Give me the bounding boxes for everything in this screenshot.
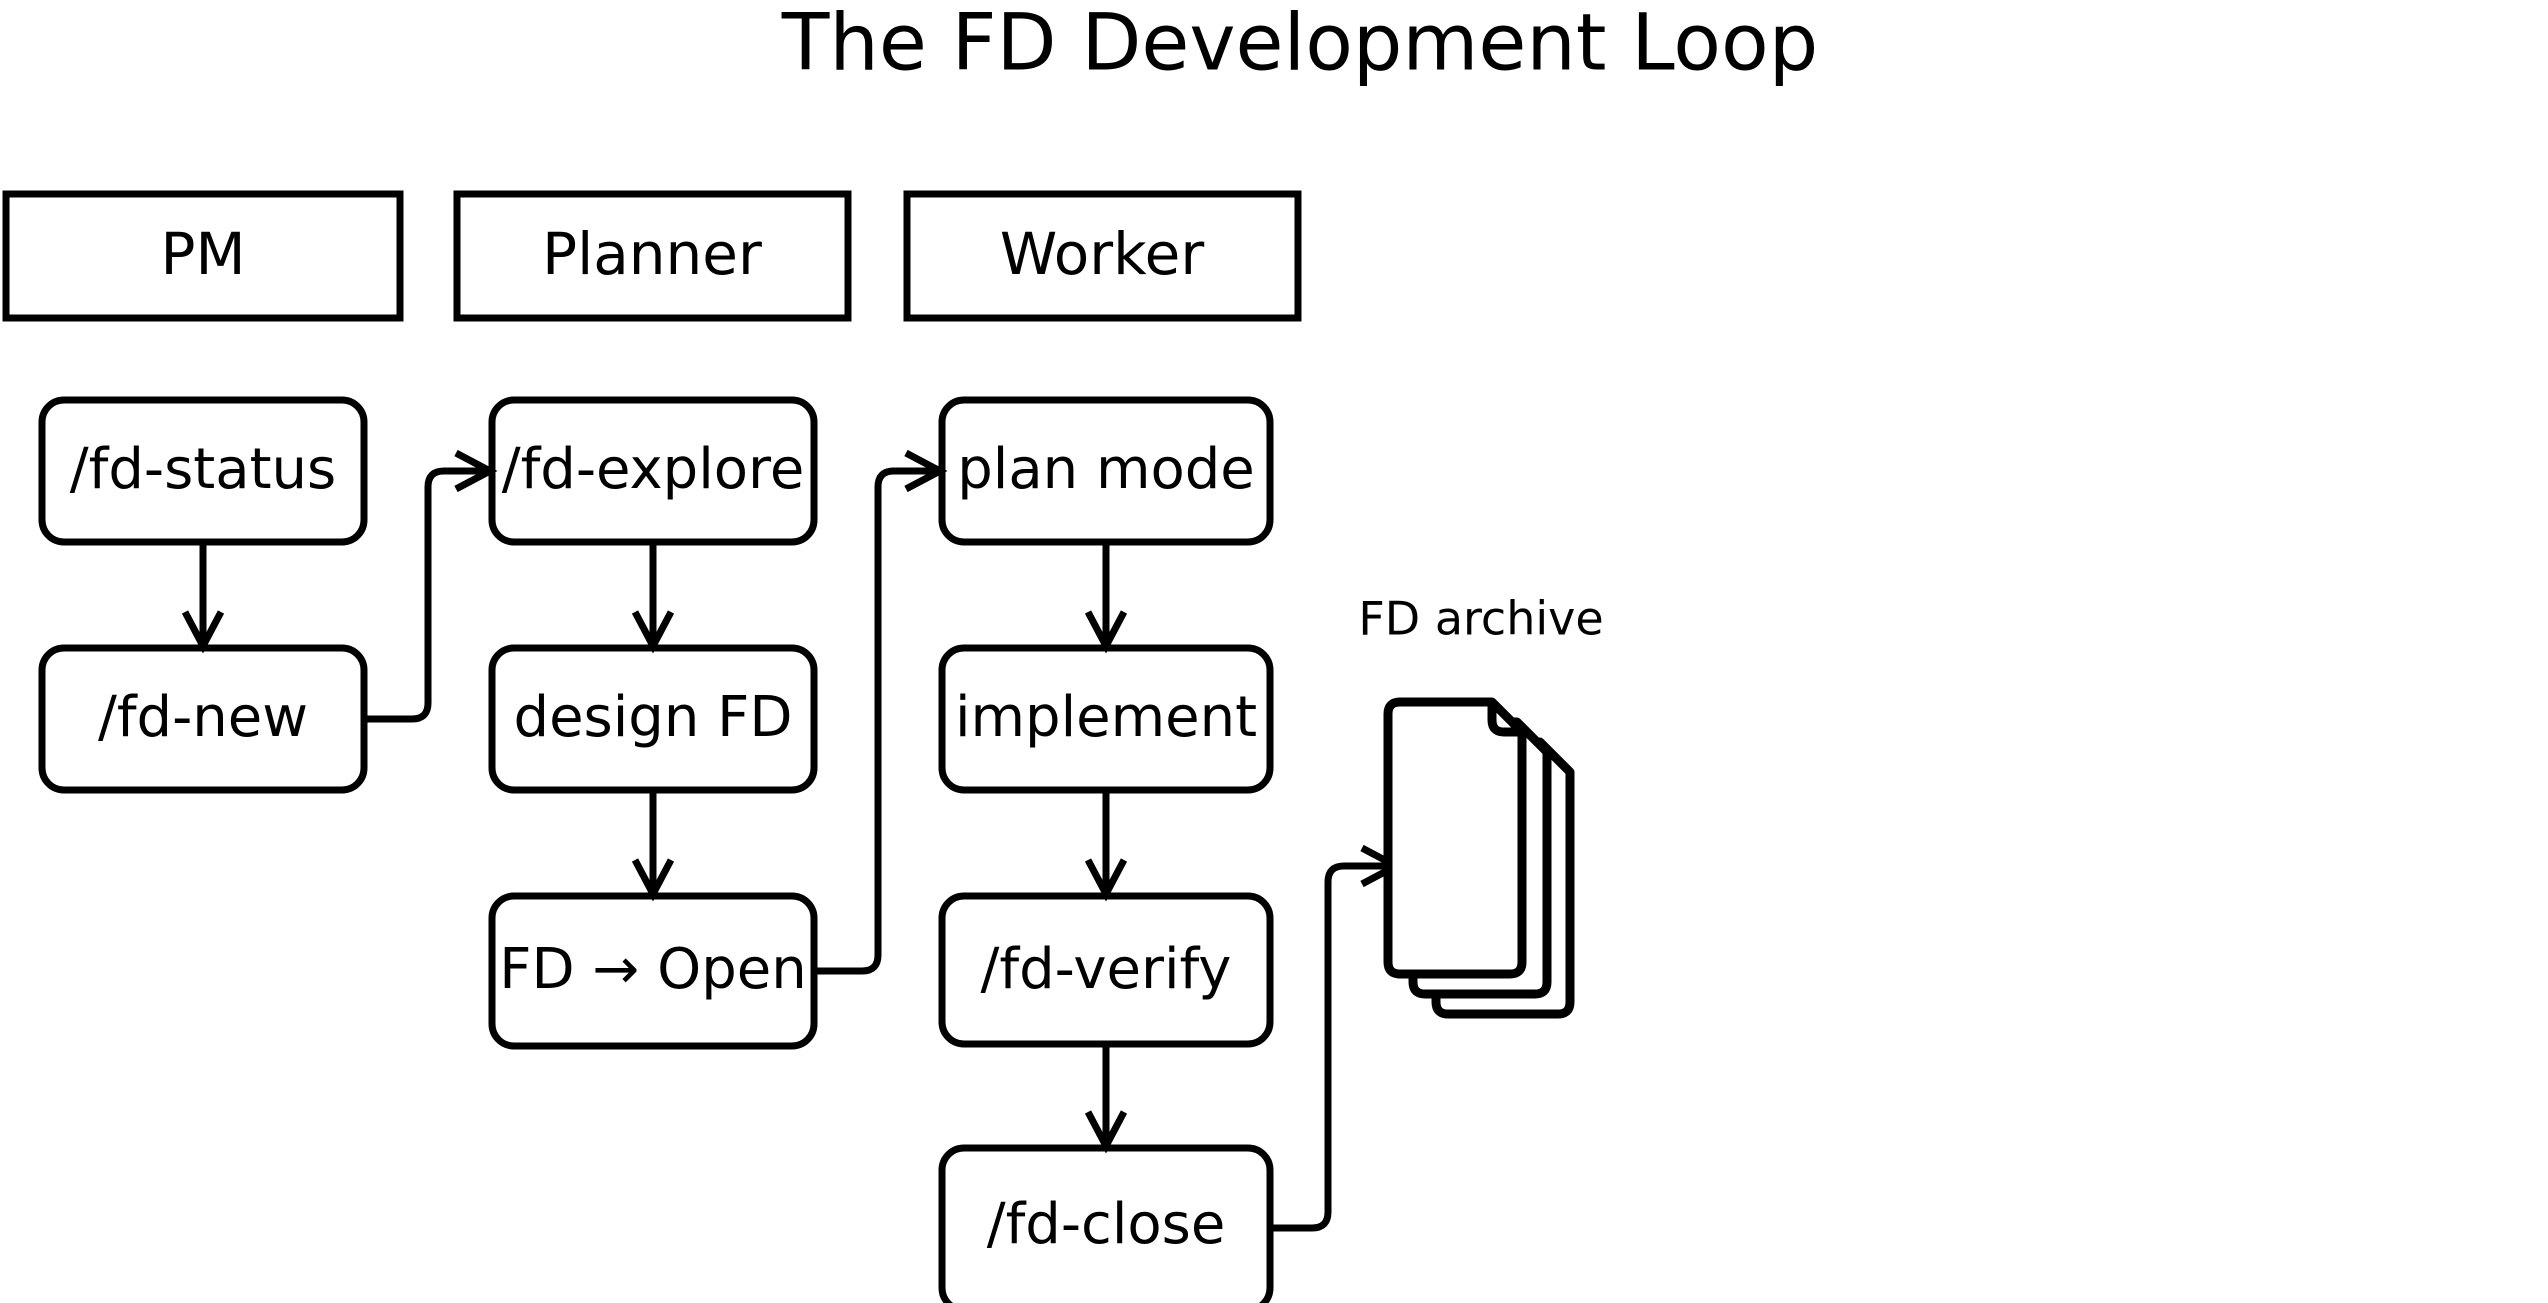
fd-archive-label: FD archive — [1358, 592, 1603, 646]
node-label-fd-explore: /fd-explore — [502, 437, 805, 502]
lane-header-box-worker — [903, 190, 1302, 322]
edge-design-fd-to-fd-open — [631, 790, 675, 902]
node-label-fd-verify: /fd-verify — [981, 937, 1232, 1002]
lane-header-worker[interactable]: Worker — [903, 190, 1302, 322]
node-design-fd[interactable]: design FD — [488, 644, 818, 794]
edge-fd-new-to-fd-explore — [364, 449, 498, 723]
edge-fd-status-to-fd-new — [181, 542, 225, 654]
stacked-documents-icon-page-1 — [1383, 697, 1527, 979]
node-label-implement: implement — [955, 685, 1257, 750]
node-implement[interactable]: implement — [938, 644, 1274, 794]
edge-plan-mode-to-implement — [1084, 542, 1128, 654]
lane-header-label-pm: PM — [160, 220, 245, 288]
node-label-fd-new: /fd-new — [98, 685, 308, 750]
fd-archive-group[interactable]: FD archive — [1358, 592, 1604, 1019]
node-fd-open[interactable]: FD → Open — [488, 892, 818, 1050]
node-plan-mode[interactable]: plan mode — [938, 396, 1274, 546]
node-fd-new[interactable]: /fd-new — [38, 644, 368, 794]
lane-header-pm[interactable]: PM — [2, 190, 404, 322]
page-title: The FD Development Loop — [781, 0, 1819, 88]
lane-header-planner[interactable]: Planner — [453, 190, 852, 322]
edge-fd-close-to-fd-archive — [1270, 844, 1404, 1232]
lane-header-label-worker: Worker — [1000, 220, 1204, 288]
node-label-plan-mode: plan mode — [957, 437, 1255, 502]
node-label-fd-status: /fd-status — [70, 437, 336, 502]
lane-header-box-pm — [2, 190, 404, 322]
edge-fd-open-to-plan-mode — [814, 449, 948, 975]
lane-header-box-planner — [453, 190, 852, 322]
lane-header-label-planner: Planner — [542, 220, 762, 288]
node-fd-close[interactable]: /fd-close — [938, 1144, 1274, 1303]
node-fd-status[interactable]: /fd-status — [38, 396, 368, 546]
node-label-design-fd: design FD — [514, 685, 793, 750]
edge-fd-explore-to-design-fd — [631, 542, 675, 654]
node-label-fd-close: /fd-close — [987, 1192, 1226, 1257]
node-label-fd-open: FD → Open — [499, 937, 806, 1002]
node-fd-explore[interactable]: /fd-explore — [488, 396, 818, 546]
edge-fd-verify-to-fd-close — [1084, 1044, 1128, 1154]
edge-implement-to-fd-verify — [1084, 790, 1128, 902]
stacked-documents-icon-fold — [1487, 702, 1522, 737]
node-fd-verify[interactable]: /fd-verify — [938, 892, 1274, 1048]
